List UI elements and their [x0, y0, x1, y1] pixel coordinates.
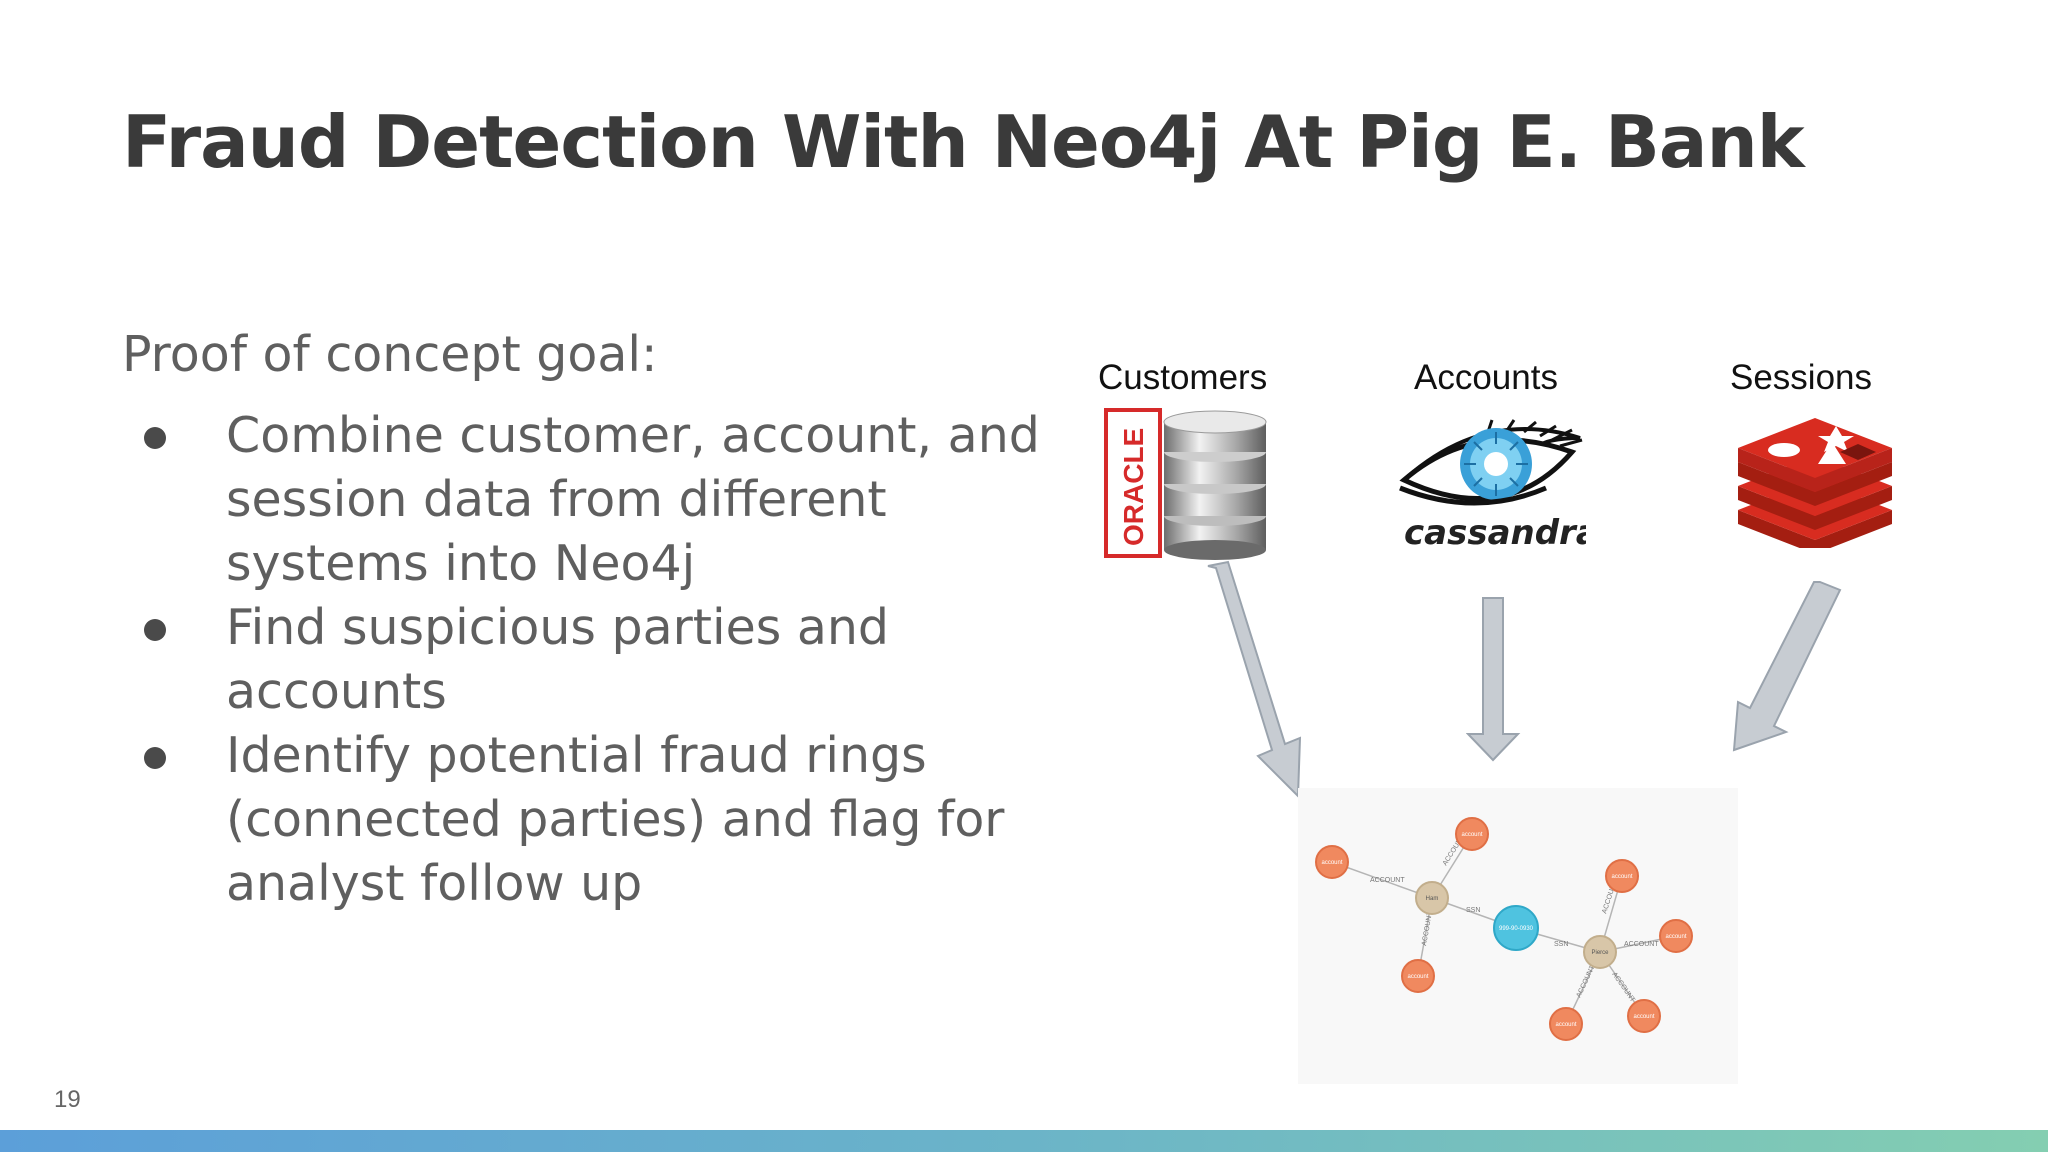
person-node-pierce	[1583, 935, 1617, 969]
oracle-database-icon: ORACLE	[1104, 408, 1267, 560]
edge-label-account: ACCOUNT	[1575, 964, 1596, 999]
bullet-dot	[144, 619, 166, 641]
bullet-item: Identify potential fraud rings (connecte…	[140, 724, 1020, 916]
person-node-label: Pierce	[1591, 950, 1609, 956]
account-node-label: account	[1321, 860, 1342, 866]
arrow-customers-to-graph	[1207, 560, 1302, 799]
oracle-logo-text: ORACLE	[1118, 428, 1149, 546]
account-node	[1401, 959, 1435, 993]
bullet-item: Combine customer, account, and session d…	[140, 404, 1040, 596]
bullet-line: session data from different	[226, 471, 887, 528]
bullet-line: accounts	[226, 663, 447, 720]
account-node	[1627, 999, 1661, 1033]
source-label-sessions: Sessions	[1730, 358, 1873, 397]
account-node-label: account	[1665, 934, 1686, 940]
account-node-label: account	[1407, 974, 1428, 980]
account-node	[1659, 919, 1693, 953]
edge-label-account: ACCOUNT	[1370, 877, 1405, 884]
account-node-label: account	[1461, 832, 1482, 838]
source-label-customers: Customers	[1098, 358, 1268, 397]
bullet-line: Identify potential fraud rings	[226, 727, 927, 784]
ssn-node-label: 999-90-0930	[1499, 926, 1534, 932]
arrow-sessions-to-graph	[1732, 581, 1842, 752]
bullet-line: Combine customer, account, and	[226, 407, 1040, 464]
neo4j-graph-panel: ACCOUNT ACCOUNT ACCOUNT SSN SSN ACCOUNT …	[1298, 788, 1738, 1084]
bullet-line: analyst follow up	[226, 855, 643, 912]
bullet-item: Find suspicious parties and accounts	[140, 596, 1020, 724]
edge-label-account: ACCOUNT	[1421, 910, 1434, 946]
footer-gradient-bar	[0, 1130, 2048, 1152]
redis-stack-icon	[1738, 418, 1892, 548]
bullet-line: systems into Neo4j	[226, 535, 696, 592]
edge-label-ssn: SSN	[1466, 907, 1480, 914]
bullet-dot	[144, 747, 166, 769]
account-node-label: account	[1555, 1022, 1576, 1028]
account-node-label: account	[1611, 874, 1632, 880]
page-number: 19	[54, 1086, 81, 1113]
edge-label-ssn: SSN	[1554, 941, 1568, 948]
account-node	[1455, 817, 1489, 851]
cassandra-logo-text: cassandra	[1404, 513, 1586, 552]
goal-bullet-list: Combine customer, account, and session d…	[140, 404, 1040, 916]
person-node-label: Ham	[1426, 896, 1439, 902]
cassandra-eye-icon: cassandra	[1399, 419, 1586, 552]
account-node	[1605, 859, 1639, 893]
slide-title: Fraud Detection With Neo4j At Pig E. Ban…	[122, 100, 1805, 184]
arrow-accounts-to-graph	[1466, 597, 1521, 762]
bullet-line: (connected parties) and flag for	[226, 791, 1005, 848]
edge-label-account: ACCOUNT	[1610, 971, 1636, 1004]
account-node	[1549, 1007, 1583, 1041]
source-label-accounts: Accounts	[1414, 358, 1558, 397]
edge-label-account: ACCOUNT	[1624, 941, 1659, 948]
fraud-ring-graph: ACCOUNT ACCOUNT ACCOUNT SSN SSN ACCOUNT …	[1315, 817, 1693, 1041]
bullet-dot	[144, 427, 166, 449]
goal-heading: Proof of concept goal:	[122, 326, 658, 383]
bullet-line: Find suspicious parties and	[226, 599, 890, 656]
account-node	[1315, 845, 1349, 879]
ssn-node	[1493, 905, 1539, 951]
person-node-ham	[1415, 881, 1449, 915]
account-node-label: account	[1633, 1014, 1654, 1020]
